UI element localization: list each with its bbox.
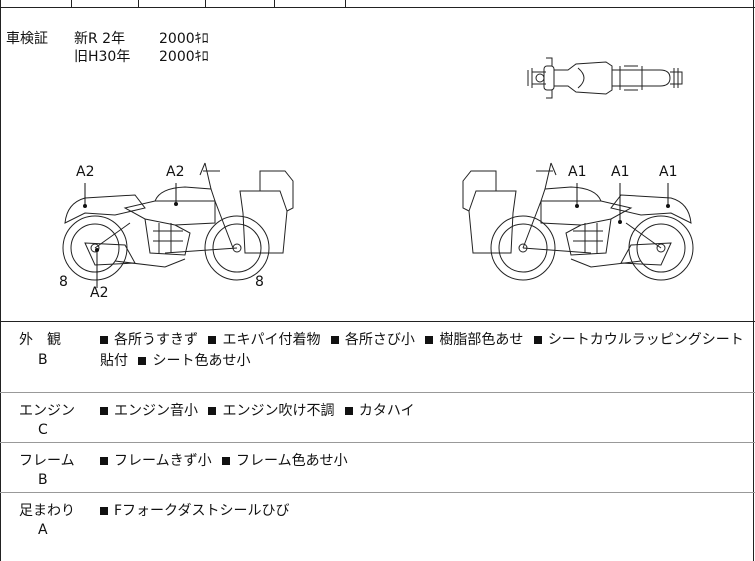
section-category: フレーム: [19, 453, 75, 469]
registration-old-mileage: 2000ｷﾛ: [159, 49, 209, 65]
section-items: エンジン音小 エンジン吹け不調 カタハイ: [100, 401, 748, 422]
damage-marker: A1: [568, 164, 587, 180]
damage-marker: A2: [166, 164, 185, 180]
bullet-square-icon: [330, 335, 339, 344]
section-item: シート色あせ小: [152, 353, 251, 369]
header-cell: [275, 0, 346, 7]
motorcycle-top-view-icon: [527, 57, 683, 99]
section-item: エンジン音小: [114, 403, 198, 419]
section-item: カタハイ: [358, 403, 415, 419]
section-row-exterior: 外 観 B 各所うすきず エキパイ付着物 各所さび小 樹脂部色あせ シートカウル…: [0, 322, 755, 393]
registration-new-era: 新R 2年: [74, 31, 126, 47]
registration-label: 車検証: [6, 31, 48, 47]
damage-marker: A2: [76, 164, 95, 180]
bullet-square-icon: [425, 335, 434, 344]
bullet-square-icon: [138, 356, 147, 365]
header-cell: [0, 0, 72, 7]
section-grade: B: [38, 352, 48, 368]
damage-leader-lines: [83, 183, 670, 288]
bullet-square-icon: [100, 456, 108, 465]
section-grade: B: [38, 472, 48, 488]
section-row-frame: フレーム B フレームきず小 フレーム色あせ小: [0, 443, 755, 493]
header-cell: [139, 0, 206, 7]
header-cell: [72, 0, 139, 7]
damage-marker: A1: [611, 164, 630, 180]
bullet-square-icon: [222, 456, 231, 465]
section-items: フレームきず小 フレーム色あせ小: [100, 451, 748, 472]
damage-marker: 8: [255, 274, 264, 290]
section-category: 外 観: [19, 332, 61, 348]
bullet-square-icon: [100, 335, 108, 344]
damage-marker: 8: [59, 274, 68, 290]
registration-old-era: 旧H30年: [74, 49, 131, 65]
section-row-engine: エンジン C エンジン音小 エンジン吹け不調 カタハイ: [0, 393, 755, 443]
section-item: 各所うすきず: [114, 332, 198, 348]
diagram-area: 車検証 新R 2年 2000ｷﾛ 旧H30年 2000ｷﾛ: [0, 8, 755, 322]
motorcycle-right-side-icon: [462, 162, 694, 281]
damage-marker: A1: [659, 164, 678, 180]
bullet-square-icon: [533, 335, 542, 344]
bullet-square-icon: [344, 406, 353, 415]
section-item: エンジン吹け不調: [222, 403, 335, 419]
section-item: フレーム色あせ小: [236, 453, 348, 469]
bullet-square-icon: [100, 506, 108, 515]
section-category: エンジン: [19, 403, 75, 419]
damage-marker: A2: [90, 285, 109, 301]
section-item: エキパイ付着物: [222, 332, 321, 348]
section-grade: A: [38, 522, 48, 538]
section-item: 各所さび小: [344, 332, 415, 348]
header-row-stub: [0, 0, 755, 8]
section-item: Fフォークダストシールひび: [114, 503, 290, 519]
bullet-square-icon: [208, 335, 217, 344]
section-items: 各所うすきず エキパイ付着物 各所さび小 樹脂部色あせ シートカウルラッピングシ…: [100, 330, 748, 372]
bullet-square-icon: [100, 406, 108, 415]
section-item: フレームきず小: [114, 453, 212, 469]
header-cell: [206, 0, 275, 7]
registration-new-mileage: 2000ｷﾛ: [159, 31, 209, 47]
motorcycle-left-side-icon: [62, 162, 294, 281]
section-items: Fフォークダストシールひび: [100, 501, 748, 522]
bullet-square-icon: [208, 406, 217, 415]
section-item: シートカウルラッピングシート貼付: [100, 332, 744, 369]
section-row-suspension: 足まわり A Fフォークダストシールひび: [0, 493, 755, 561]
section-grade: C: [38, 422, 48, 438]
section-item: 樹脂部色あせ: [439, 332, 524, 348]
section-category: 足まわり: [19, 503, 75, 519]
